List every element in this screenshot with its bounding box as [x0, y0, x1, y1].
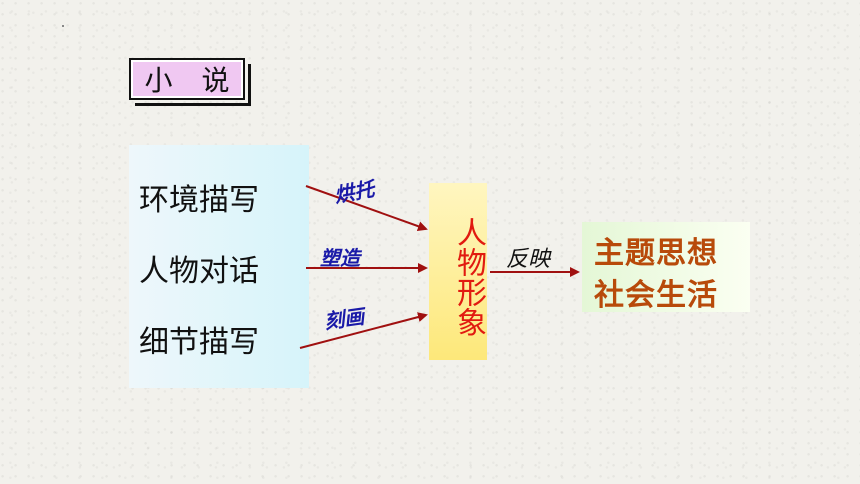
- arrow-detail: [299, 312, 428, 349]
- reflect-label: 反映: [506, 247, 551, 272]
- left-box: 环境描写 人物对话 细节描写: [129, 145, 309, 388]
- arrow-environment: [305, 185, 428, 232]
- center-text: 人物形象: [451, 217, 486, 337]
- connector-label-depict: 刻画: [322, 304, 366, 334]
- title-text: 小 说: [144, 64, 240, 97]
- left-item-detail: 细节描写: [139, 325, 259, 360]
- decor-dot: [62, 25, 64, 27]
- right-line-theme: 主题思想: [594, 236, 718, 271]
- center-box: 人物形象: [429, 183, 487, 360]
- right-box: 主题思想 社会生活: [582, 222, 750, 313]
- right-line-society: 社会生活: [594, 278, 718, 313]
- connector-label-shape: 塑造: [320, 246, 360, 270]
- left-item-dialogue: 人物对话: [139, 254, 259, 289]
- left-item-environment: 环境描写: [139, 183, 259, 218]
